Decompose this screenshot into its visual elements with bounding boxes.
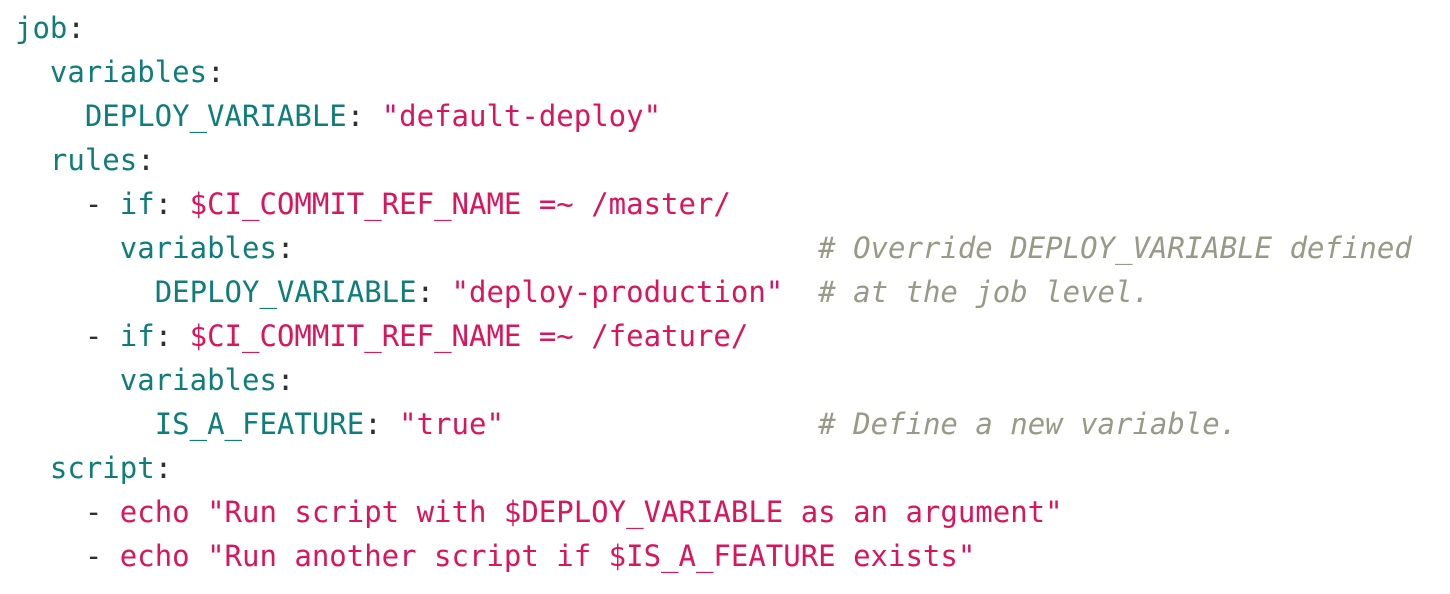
code-token-punct: : xyxy=(364,407,382,441)
code-token-plain xyxy=(15,407,155,441)
code-token-punct: : xyxy=(67,11,85,45)
code-token-punct: : xyxy=(154,319,173,353)
code-token-string: $CI_COMMIT_REF_NAME =~ /master/ xyxy=(189,187,731,221)
code-line: script: xyxy=(15,446,1450,490)
code-token-punct: : xyxy=(154,451,173,485)
code-line: job: xyxy=(15,6,1450,50)
code-token-plain xyxy=(15,187,85,221)
code-line: IS_A_FEATURE: "true" # Define a new vari… xyxy=(15,402,1450,446)
code-token-plain xyxy=(15,55,50,89)
code-token-plain xyxy=(15,99,85,133)
code-token-comment: # at the job level. xyxy=(818,275,1150,309)
code-token-string: "deploy-production" xyxy=(451,275,784,309)
code-token-plain xyxy=(15,319,85,353)
code-line: variables: # Override DEPLOY_VARIABLE de… xyxy=(15,226,1450,270)
code-token-key: rules xyxy=(49,143,138,177)
code-token-plain xyxy=(434,275,451,309)
code-token-key: variables xyxy=(119,363,277,397)
code-token-plain xyxy=(504,407,818,441)
code-token-plain xyxy=(15,143,50,177)
code-token-plain xyxy=(172,187,189,221)
code-line: variables: xyxy=(15,358,1450,402)
code-token-plain xyxy=(15,231,120,265)
code-token-punct: : xyxy=(137,143,155,177)
code-token-punct: : xyxy=(346,99,365,133)
code-line: - echo "Run another script if $IS_A_FEAT… xyxy=(15,534,1450,578)
code-token-plain xyxy=(15,275,155,309)
code-token-punct: - xyxy=(84,187,103,221)
code-token-plain xyxy=(102,187,119,221)
code-token-punct: : xyxy=(416,275,435,309)
code-token-plain xyxy=(294,231,818,265)
code-line: - if: $CI_COMMIT_REF_NAME =~ /feature/ xyxy=(15,314,1450,358)
code-token-plain xyxy=(15,495,85,529)
code-token-string: "default-deploy" xyxy=(381,99,662,133)
yaml-code: job: variables: DEPLOY_VARIABLE: "defaul… xyxy=(15,6,1450,578)
code-line: DEPLOY_VARIABLE: "default-deploy" xyxy=(15,94,1450,138)
code-token-key: variables xyxy=(49,55,208,89)
code-token-key: if xyxy=(119,319,155,353)
code-token-plain xyxy=(102,495,119,529)
code-line: - if: $CI_COMMIT_REF_NAME =~ /master/ xyxy=(15,182,1450,226)
code-token-key: job xyxy=(15,11,68,45)
code-token-plain xyxy=(15,451,50,485)
code-token-key: DEPLOY_VARIABLE xyxy=(154,275,417,309)
code-token-plain xyxy=(102,319,119,353)
code-token-punct: - xyxy=(84,539,103,573)
code-token-plain xyxy=(382,407,399,441)
code-block: job: variables: DEPLOY_VARIABLE: "defaul… xyxy=(15,6,1450,578)
code-token-key: if xyxy=(119,187,155,221)
code-token-punct: : xyxy=(276,363,295,397)
code-token-punct: - xyxy=(84,495,103,529)
code-token-comment: # Override DEPLOY_VARIABLE defined xyxy=(818,231,1412,265)
code-token-string: $CI_COMMIT_REF_NAME =~ /feature/ xyxy=(189,319,749,353)
code-line: DEPLOY_VARIABLE: "deploy-production" # a… xyxy=(15,270,1450,314)
code-token-plain xyxy=(364,99,381,133)
code-token-plain xyxy=(15,363,120,397)
code-line: - echo "Run script with $DEPLOY_VARIABLE… xyxy=(15,490,1450,534)
code-token-comment: # Define a new variable. xyxy=(818,407,1238,441)
code-token-string: "true" xyxy=(399,407,504,441)
code-token-plain xyxy=(783,275,818,309)
code-token-key: variables xyxy=(119,231,277,265)
code-token-plain xyxy=(102,539,119,573)
code-token-string: echo "Run script with $DEPLOY_VARIABLE a… xyxy=(119,495,1063,529)
code-token-plain xyxy=(15,539,85,573)
code-token-punct: : xyxy=(276,231,295,265)
code-token-punct: : xyxy=(154,187,173,221)
code-token-punct: - xyxy=(84,319,103,353)
code-token-string: echo "Run another script if $IS_A_FEATUR… xyxy=(119,539,976,573)
code-token-key: IS_A_FEATURE xyxy=(154,407,365,441)
code-token-punct: : xyxy=(207,55,225,89)
code-line: variables: xyxy=(15,50,1450,94)
code-token-plain xyxy=(172,319,189,353)
code-token-key: script xyxy=(49,451,155,485)
code-token-key: DEPLOY_VARIABLE xyxy=(84,99,347,133)
code-line: rules: xyxy=(15,138,1450,182)
